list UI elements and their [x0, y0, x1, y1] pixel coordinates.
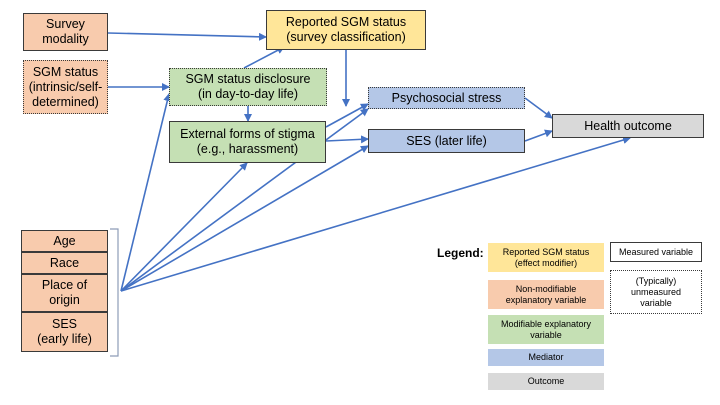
- node-sgm-disclosure: SGM status disclosure (in day-to-day lif…: [169, 68, 327, 106]
- arrow-stigma-to-ses: [325, 135, 369, 144]
- confounder-bracket: [110, 228, 119, 357]
- node-race: Race: [21, 252, 108, 274]
- arrow-stigma-to-stress: [325, 103, 369, 128]
- legend-unmeasured: (Typically) unmeasured variable: [610, 270, 702, 314]
- arrow-confounders-to-stress: [120, 108, 369, 292]
- arrow-modality-to-reported: [107, 32, 267, 41]
- node-psychosocial-stress: Psychosocial stress: [368, 87, 525, 109]
- arrow-confounders-to-ses: [120, 145, 369, 292]
- arrow-stress-to-outcome: [524, 97, 553, 119]
- legend-outcome: Outcome: [488, 373, 604, 390]
- legend-effect-modifier: Reported SGM status (effect modifier): [488, 243, 604, 272]
- node-ses-early-life: SES (early life): [21, 312, 108, 352]
- arrow-ses-to-outcome: [524, 129, 553, 142]
- arrow-disclosure-to-reported: [243, 46, 285, 69]
- legend-modifiable: Modifiable explanatory variable: [488, 315, 604, 344]
- node-ses-later-life: SES (later life): [368, 129, 525, 153]
- node-place-of-origin: Place of origin: [21, 274, 108, 312]
- node-survey-modality: Survey modality: [23, 13, 108, 51]
- node-sgm-status: SGM status (intrinsic/self- determined): [23, 60, 108, 114]
- arrow-confounders-to-disclosure: [120, 93, 172, 292]
- node-reported-sgm-status: Reported SGM status (survey classificati…: [266, 10, 426, 50]
- node-external-stigma: External forms of stigma (e.g., harassme…: [169, 121, 326, 163]
- arrow-confounders-to-stigma: [120, 162, 248, 292]
- arrow-confounders-to-outcome: [120, 136, 631, 292]
- legend-title: Legend:: [437, 246, 484, 260]
- node-health-outcome: Health outcome: [552, 114, 704, 138]
- legend-mediator: Mediator: [488, 349, 604, 366]
- legend-measured: Measured variable: [610, 242, 702, 262]
- legend-non-modifiable: Non-modifiable explanatory variable: [488, 280, 604, 309]
- node-age: Age: [21, 230, 108, 252]
